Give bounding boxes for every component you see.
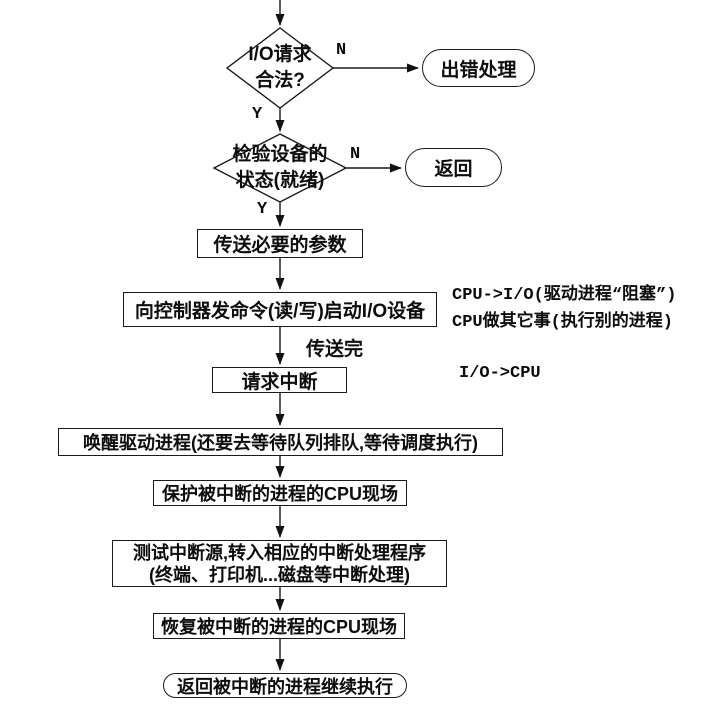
- process-wake-driver: 唤醒驱动进程(还要去等待队列排队,等待调度执行): [58, 428, 503, 456]
- process-test-interrupt-line1: 测试中断源,转入相应的中断处理程序: [133, 542, 426, 563]
- decision-device-status-label: 检验设备的 状态(就绪): [190, 140, 370, 196]
- process-transfer-params: 传送必要的参数: [197, 229, 363, 258]
- branch-label-y2: Y: [257, 200, 268, 219]
- decision-io-legal-label: I/O请求 合法?: [200, 40, 360, 96]
- terminal-resume-process: 返回被中断的进程继续执行: [163, 673, 407, 698]
- branch-label-n2: N: [350, 145, 361, 164]
- process-issue-command: 向控制器发命令(读/写)启动I/O设备: [123, 292, 437, 327]
- branch-label-n1: N: [336, 41, 347, 60]
- decision-io-legal-line1: I/O请求: [248, 44, 312, 65]
- process-restore-cpu-context: 恢复被中断的进程的CPU现场: [153, 613, 405, 639]
- edge-label-transfer-done: 传送完: [306, 339, 364, 360]
- process-save-cpu-context: 保护被中断的进程的CPU现场: [153, 480, 407, 506]
- decision-device-status-line1: 检验设备的: [232, 144, 328, 165]
- process-request-interrupt: 请求中断: [212, 367, 347, 393]
- annotation-io-to-cpu: I/O->CPU: [459, 364, 541, 383]
- process-test-interrupt-source: 测试中断源,转入相应的中断处理程序 (终端、打印机...磁盘等中断处理): [112, 540, 447, 587]
- decision-device-status-line2: 状态(就绪): [235, 170, 325, 191]
- decision-io-legal-line2: 合法?: [255, 70, 305, 91]
- terminal-error-handling: 出错处理: [422, 49, 535, 87]
- process-test-interrupt-line2: (终端、打印机...磁盘等中断处理): [149, 564, 410, 585]
- annotation-cpu-to-io: CPU->I/O(驱动进程“阻塞”): [452, 286, 677, 305]
- terminal-return: 返回: [405, 148, 502, 187]
- annotation-cpu-other-work: CPU做其它事(执行别的进程): [452, 313, 674, 332]
- branch-label-y1: Y: [252, 105, 263, 124]
